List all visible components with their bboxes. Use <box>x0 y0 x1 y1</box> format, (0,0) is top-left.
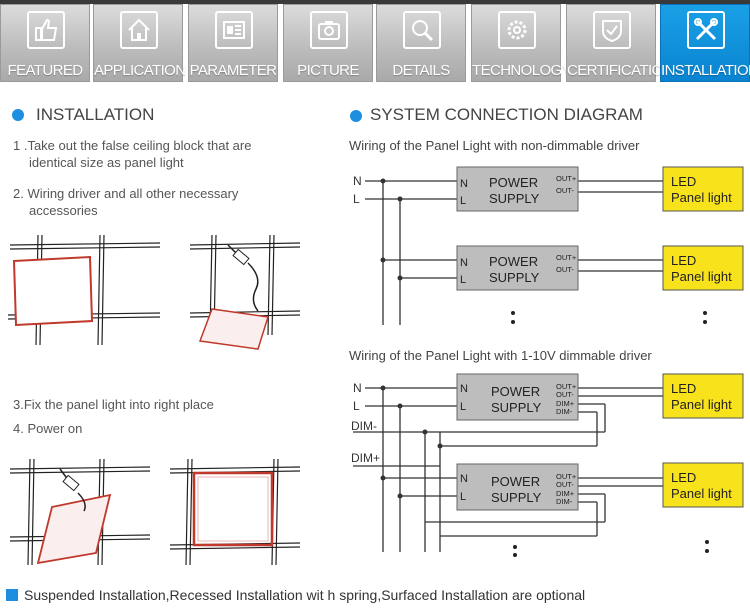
dim-minus-label: DIM- <box>556 497 573 506</box>
out-plus-label: OUT+ <box>556 472 577 481</box>
power-label: POWER <box>489 175 538 190</box>
power-label: POWER <box>491 474 540 489</box>
led-label: LED <box>671 174 696 189</box>
tab-label: TECHNOLOGY <box>472 62 572 79</box>
tab-label: FEATURED <box>7 62 84 79</box>
certificate-icon <box>593 11 631 49</box>
out-plus-label: OUT+ <box>556 382 577 391</box>
panel-light-label: Panel light <box>671 269 732 284</box>
tab-label: DETAILS <box>392 62 450 79</box>
tab-picture[interactable]: PICTURE <box>283 4 373 82</box>
illustration-remove-ceiling <box>7 234 301 350</box>
tab-bar: FEATURED APPLICATION PARAMETER PICTURE D… <box>0 0 750 84</box>
tab-parameter[interactable]: PARAMETER <box>188 4 278 82</box>
dimmable-wiring-diagram: N L DIM- DIM+ N L N L POWER SUPPLY POWER… <box>351 373 744 557</box>
led-label: LED <box>671 381 696 396</box>
step-3-text: 3.Fix the panel light into right place <box>13 397 214 412</box>
tab-label: INSTALLATION <box>661 62 750 79</box>
driver-n: N <box>460 178 468 190</box>
out-minus-label: OUT- <box>556 390 574 399</box>
neutral-label: N <box>353 174 362 188</box>
driver-l: L <box>460 491 466 503</box>
led-label: LED <box>671 470 696 485</box>
driver-l: L <box>460 401 466 413</box>
tab-certification[interactable]: CERTIFICATION <box>566 4 673 82</box>
footer-bullet <box>6 589 18 601</box>
tab-details[interactable]: DETAILS <box>376 4 466 82</box>
neutral-label: N <box>353 381 362 395</box>
footer-note: Suspended Installation,Recessed Installa… <box>24 587 586 603</box>
installation-heading: INSTALLATION <box>36 105 155 124</box>
dim-plus-label: DIM+ <box>556 399 575 408</box>
tools-icon <box>687 11 725 49</box>
non-dimmable-wiring-diagram: N L N L N L POWER SUPPLY POWER SUPPLY OU… <box>353 166 744 325</box>
magnifier-icon <box>403 11 441 49</box>
out-minus-label: OUT- <box>556 265 574 274</box>
dim-plus-label: DIM+ <box>556 489 575 498</box>
thumbs-up-icon <box>27 11 65 49</box>
tab-application[interactable]: APPLICATION <box>93 4 186 82</box>
tab-label: PICTURE <box>297 62 359 79</box>
supply-label: SUPPLY <box>491 490 542 505</box>
caption-non-dimmable: Wiring of the Panel Light with non-dimma… <box>349 138 640 153</box>
driver-n: N <box>460 383 468 395</box>
section-bullet <box>350 110 362 122</box>
out-plus-label: OUT+ <box>556 253 577 262</box>
live-label: L <box>353 399 360 413</box>
document-icon <box>215 11 253 49</box>
caption-dimmable: Wiring of the Panel Light with 1-10V dim… <box>349 348 652 363</box>
power-label: POWER <box>489 254 538 269</box>
dim-plus-label: DIM+ <box>351 451 380 465</box>
supply-label: SUPPLY <box>489 191 540 206</box>
step-1-text-cont: identical size as panel light <box>29 155 184 170</box>
tab-installation[interactable]: INSTALLATION <box>660 4 750 82</box>
step-1-text: 1 .Take out the false ceiling block that… <box>13 138 252 153</box>
tab-label: PARAMETER <box>189 62 277 79</box>
illustration-fix-panel <box>9 458 301 566</box>
power-label: POWER <box>491 384 540 399</box>
tab-label: APPLICATION <box>94 62 186 79</box>
supply-label: SUPPLY <box>489 270 540 285</box>
section-bullet <box>12 109 24 121</box>
supply-label: SUPPLY <box>491 400 542 415</box>
live-label: L <box>353 192 360 206</box>
dim-minus-label: DIM- <box>351 419 377 433</box>
dim-minus-label: DIM- <box>556 407 573 416</box>
out-minus-label: OUT- <box>556 186 574 195</box>
driver-n: N <box>460 473 468 485</box>
gear-icon <box>498 11 536 49</box>
tab-label: CERTIFICATION <box>567 62 673 79</box>
top-bar <box>0 0 750 4</box>
driver-l: L <box>460 274 466 286</box>
panel-light-label: Panel light <box>671 397 732 412</box>
driver-n: N <box>460 257 468 269</box>
diagram-heading: SYSTEM CONNECTION DIAGRAM <box>370 105 643 124</box>
panel-light-label: Panel light <box>671 190 732 205</box>
step-2-text: 2. Wiring driver and all other necessary <box>13 186 239 201</box>
camera-icon <box>310 11 348 49</box>
driver-l: L <box>460 195 466 207</box>
out-minus-label: OUT- <box>556 480 574 489</box>
step-4-text: 4. Power on <box>13 421 83 436</box>
panel-light-label: Panel light <box>671 486 732 501</box>
house-icon <box>120 11 158 49</box>
step-2-text-cont: accessories <box>29 203 98 218</box>
out-plus-label: OUT+ <box>556 174 577 183</box>
tab-technology[interactable]: TECHNOLOGY <box>471 4 572 82</box>
led-label: LED <box>671 253 696 268</box>
tab-featured[interactable]: FEATURED <box>0 4 90 82</box>
